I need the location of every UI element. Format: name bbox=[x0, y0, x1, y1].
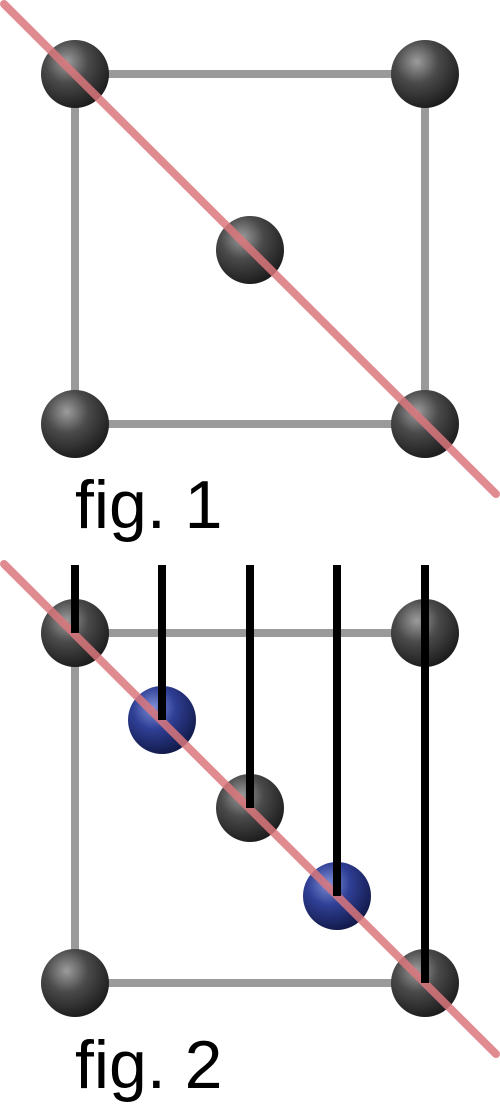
fig1-caption: fig. 1 bbox=[75, 467, 222, 543]
figure-2: fig. 2 bbox=[0, 560, 500, 1103]
fig1-atom-bottom-left bbox=[41, 390, 109, 458]
fig2-probe-lines bbox=[71, 565, 429, 983]
fig2-caption: fig. 2 bbox=[75, 1027, 222, 1103]
figure-1: fig. 1 bbox=[0, 0, 500, 543]
fig2-diagonal-line bbox=[0, 560, 500, 1058]
fig1-diagonal-line bbox=[0, 0, 500, 498]
fig1-cell-edges bbox=[71, 70, 429, 428]
fig1-atom-top-right bbox=[391, 40, 459, 108]
fig2-atom-bottom-left bbox=[41, 949, 109, 1017]
